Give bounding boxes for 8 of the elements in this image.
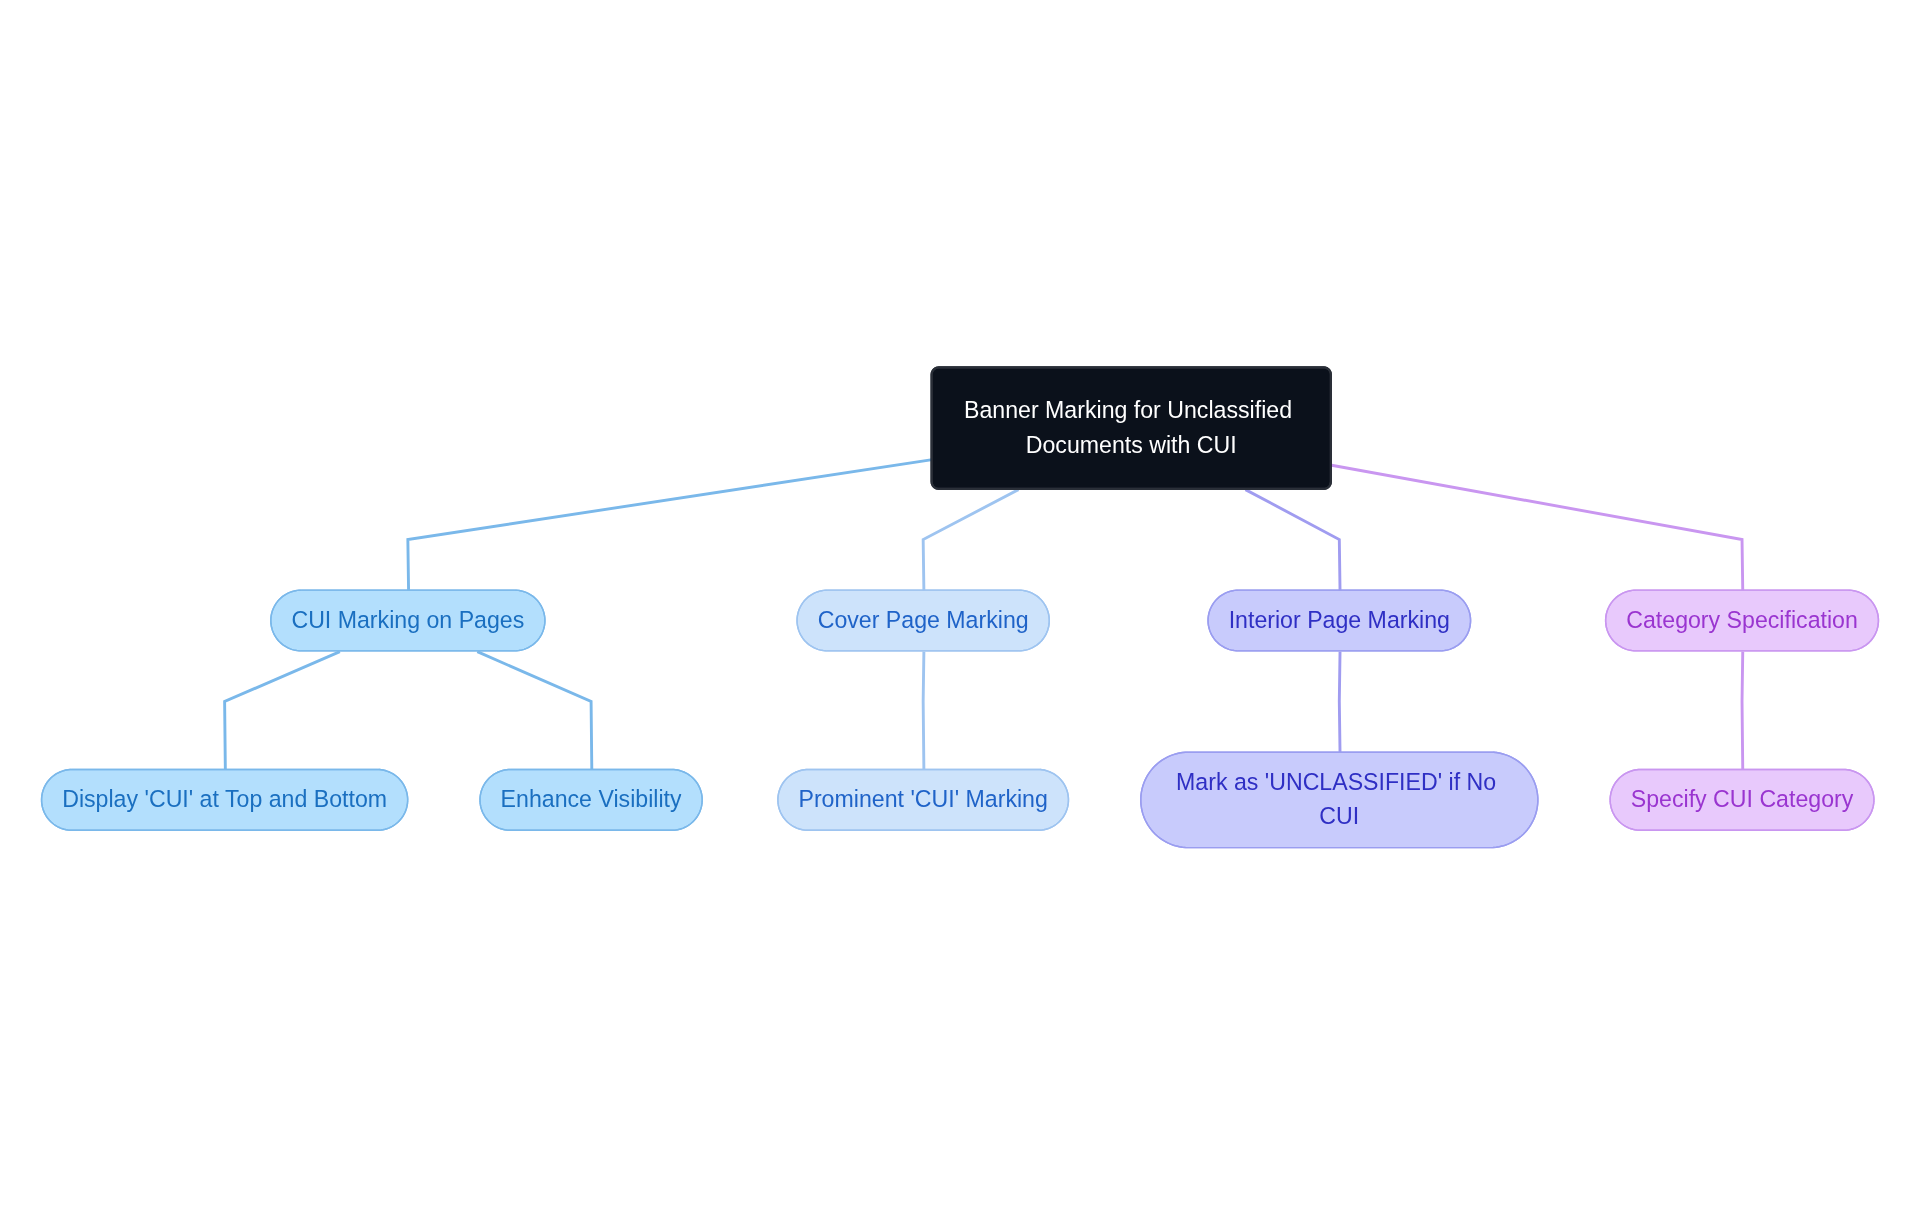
connector	[476, 650, 594, 771]
connector	[1740, 651, 1745, 771]
connector	[921, 488, 1020, 591]
connector	[921, 651, 926, 771]
connector	[223, 650, 341, 771]
connector	[1331, 463, 1745, 591]
connector	[1244, 488, 1342, 591]
connector	[1337, 651, 1342, 753]
